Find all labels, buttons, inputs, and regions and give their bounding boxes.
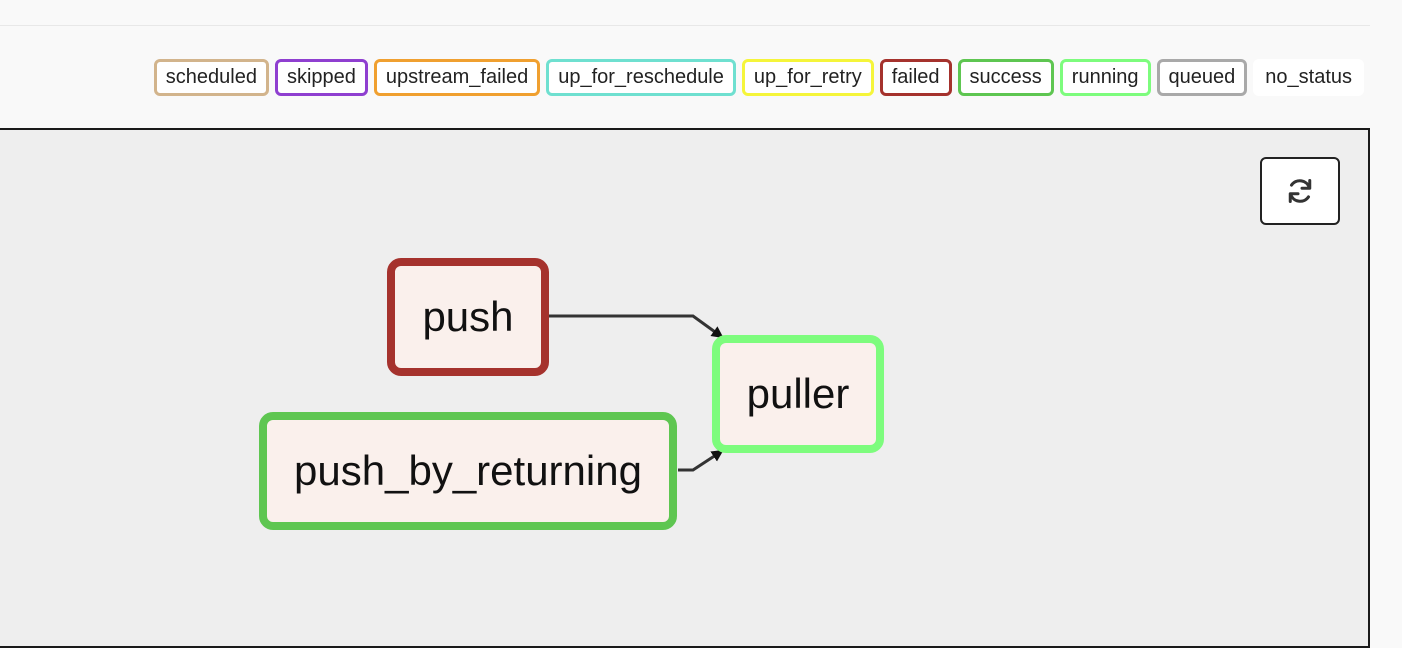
legend-failed[interactable]: failed: [879, 59, 952, 96]
top-divider: [0, 25, 1370, 26]
legend-upstream-failed[interactable]: upstream_failed: [373, 59, 541, 96]
refresh-icon: [1288, 179, 1312, 203]
task-node-push[interactable]: push: [387, 258, 549, 376]
task-node-label: push: [422, 293, 514, 340]
refresh-button[interactable]: [1260, 157, 1340, 225]
task-node-label: push_by_returning: [294, 447, 642, 494]
legend-success[interactable]: success: [957, 59, 1054, 96]
task-node-push-by-returning[interactable]: push_by_returning: [259, 412, 677, 530]
legend-skipped[interactable]: skipped: [274, 59, 368, 96]
legend-no-status[interactable]: no_status: [1253, 59, 1364, 96]
graph-canvas[interactable]: [0, 128, 1370, 648]
task-node-puller[interactable]: puller: [712, 335, 884, 453]
state-legend: scheduled skipped upstream_failed up_for…: [153, 59, 1364, 96]
legend-up-for-reschedule[interactable]: up_for_reschedule: [546, 59, 736, 96]
legend-scheduled[interactable]: scheduled: [153, 59, 269, 96]
legend-queued[interactable]: queued: [1156, 59, 1248, 96]
legend-running[interactable]: running: [1059, 59, 1151, 96]
task-node-label: puller: [746, 370, 850, 417]
legend-up-for-retry[interactable]: up_for_retry: [741, 59, 874, 96]
